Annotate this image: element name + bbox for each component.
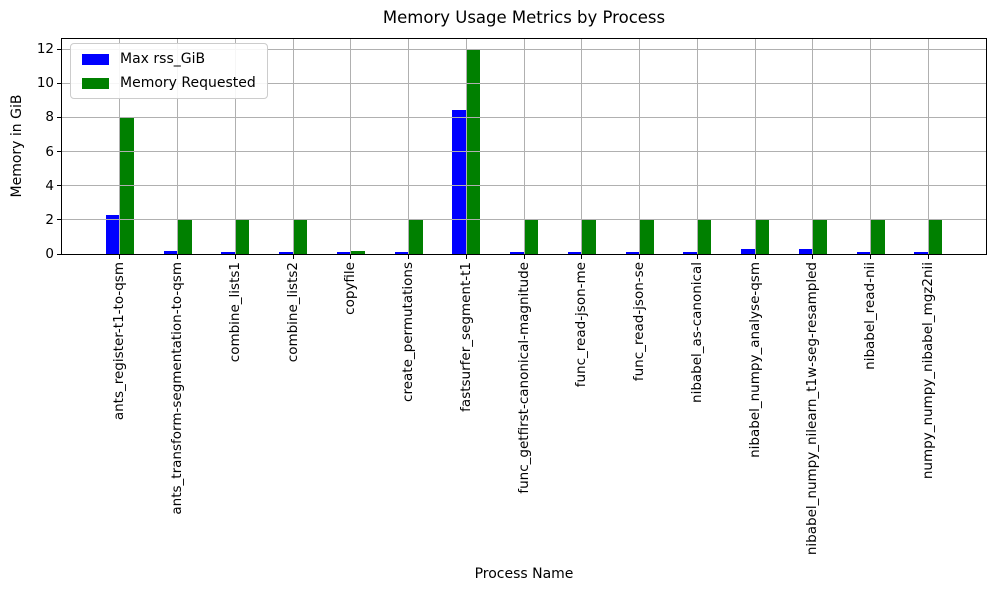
- bar-memory-requested: [350, 250, 365, 254]
- y-tick-mark: [57, 48, 62, 50]
- y-tick-label: 10: [36, 75, 54, 92]
- x-tick-mark: [234, 254, 236, 259]
- x-tick-mark: [119, 254, 121, 259]
- y-tick-label: 2: [45, 211, 54, 228]
- x-tick-label: combine_lists2: [284, 262, 301, 363]
- gridline-v: [523, 39, 525, 254]
- x-tick-mark: [639, 254, 640, 259]
- gridline-v: [292, 39, 294, 254]
- x-tick-label: nibabel_as-canonical: [688, 262, 705, 403]
- bar-max-rss: [452, 109, 467, 254]
- bar-memory-requested: [581, 219, 596, 254]
- bar-max-rss: [625, 251, 640, 254]
- bar-memory-requested: [928, 219, 943, 254]
- x-tick-mark: [696, 254, 698, 259]
- bar-max-rss: [394, 251, 409, 254]
- x-tick-label: combine_lists1: [226, 262, 243, 363]
- bar-max-rss: [567, 251, 582, 254]
- x-tick-mark: [870, 254, 871, 259]
- legend: Max rss_GiB Memory Requested: [70, 43, 268, 99]
- y-tick-label: 8: [45, 109, 54, 126]
- x-tick-label: nibabel_numpy_analyse-qsm: [746, 262, 763, 458]
- bar-memory-requested: [235, 219, 250, 254]
- bar-memory-requested: [408, 219, 423, 254]
- y-tick-mark: [57, 253, 62, 255]
- gridline-v: [350, 39, 352, 254]
- bar-max-rss: [856, 251, 871, 254]
- y-tick-label: 0: [45, 246, 54, 262]
- x-tick-label: numpy_numpy_nibabel_mgz2nii: [919, 262, 936, 480]
- x-tick-mark: [292, 254, 294, 259]
- x-tick-mark: [523, 254, 525, 259]
- gridline-v: [581, 39, 583, 254]
- grid-layer: [62, 39, 986, 254]
- bar-memory-requested: [177, 219, 192, 254]
- gridline-v: [639, 39, 640, 254]
- bar-max-rss: [221, 251, 236, 254]
- gridline-v: [754, 39, 756, 254]
- x-tick-mark: [465, 254, 467, 259]
- gridline-v: [177, 39, 178, 254]
- legend-swatch-memory-requested: [82, 77, 109, 89]
- bar-max-rss: [914, 251, 929, 254]
- y-tick-mark: [57, 219, 62, 221]
- gridline-v: [234, 39, 236, 254]
- x-tick-label: fastsurfer_segment-t1: [457, 262, 474, 412]
- gridline-v: [696, 39, 698, 254]
- x-tick-label: func_read-json-me: [573, 262, 590, 388]
- x-tick-label: copyfile: [342, 262, 359, 315]
- gridline-v: [408, 39, 409, 254]
- x-tick-mark: [812, 254, 814, 259]
- y-tick-label: 4: [45, 177, 54, 194]
- bar-max-rss: [279, 251, 293, 254]
- x-tick-mark: [350, 254, 352, 259]
- bar-max-rss: [510, 251, 524, 254]
- x-tick-mark: [177, 254, 178, 259]
- plot-area: Max rss_GiB Memory Requested: [61, 38, 987, 255]
- bar-max-rss: [336, 251, 351, 254]
- y-tick-label: 12: [36, 41, 54, 58]
- x-tick-label: create_permutations: [400, 262, 416, 402]
- bar-memory-requested: [755, 219, 769, 254]
- gridline-v: [465, 39, 467, 254]
- legend-item-max-rss: Max rss_GiB: [82, 51, 256, 67]
- bar-max-rss: [741, 248, 755, 254]
- gridline-v: [870, 39, 871, 254]
- x-tick-label: ants_register-t1-to-qsm: [111, 262, 128, 421]
- bar-memory-requested: [293, 219, 307, 254]
- bar-memory-requested: [697, 219, 712, 254]
- bar-max-rss: [105, 214, 120, 254]
- gridline-v: [812, 39, 814, 254]
- y-tick-mark: [57, 116, 62, 118]
- x-tick-label: func_read-json-se: [631, 262, 647, 382]
- bar-max-rss: [683, 251, 698, 254]
- chart-title: Memory Usage Metrics by Process: [382, 8, 666, 27]
- bar-memory-requested: [639, 219, 654, 254]
- bar-max-rss: [163, 250, 178, 254]
- x-axis-label: Process Name: [474, 566, 574, 582]
- bar-memory-requested: [812, 219, 827, 254]
- y-tick-label: 6: [45, 143, 54, 160]
- y-tick-mark: [57, 185, 62, 187]
- x-tick-label: nibabel_numpy_nilearn_t1w-seg-resampled: [804, 262, 821, 556]
- x-tick-mark: [754, 254, 756, 259]
- bar-memory-requested: [524, 219, 538, 254]
- legend-swatch-max-rss: [82, 53, 109, 65]
- legend-label-max-rss: Max rss_GiB: [120, 51, 206, 67]
- x-tick-mark: [927, 254, 929, 259]
- x-tick-mark: [408, 254, 409, 259]
- legend-item-memory-requested: Memory Requested: [82, 75, 256, 91]
- x-tick-mark: [581, 254, 583, 259]
- gridline-v: [119, 39, 121, 254]
- x-tick-label: ants_transform-segmentation-to-qsm: [169, 262, 185, 515]
- gridline-v: [927, 39, 929, 254]
- legend-label-memory-requested: Memory Requested: [120, 75, 256, 91]
- bar-max-rss: [798, 249, 813, 254]
- x-tick-label: func_getfirst-canonical-magnitude: [515, 262, 532, 494]
- y-tick-mark: [57, 151, 62, 153]
- bar-memory-requested: [870, 219, 885, 254]
- x-tick-label: nibabel_read-nii: [862, 262, 878, 370]
- y-tick-mark: [57, 82, 62, 84]
